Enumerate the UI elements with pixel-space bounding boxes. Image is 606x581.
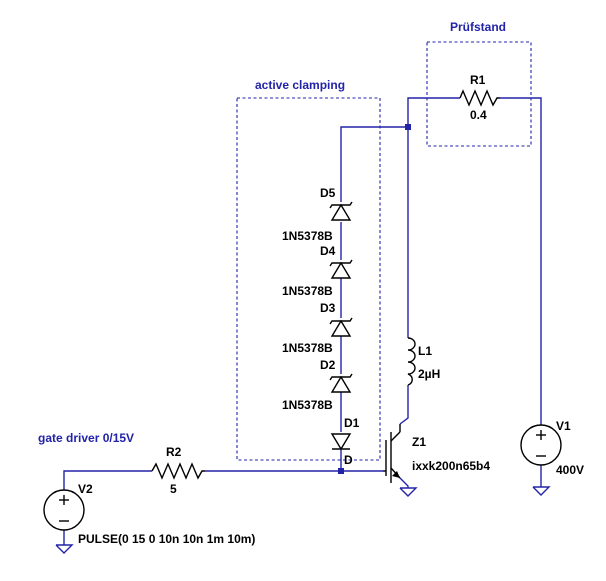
d5-name: D5 [320,186,336,200]
r2-name: R2 [166,445,182,459]
d1-pin: D [344,453,353,467]
junction-node-gate [338,468,344,474]
d1-name: D1 [344,416,360,430]
zener-d3 [329,317,353,337]
l1-name: L1 [418,344,432,358]
r1-name: R1 [470,73,486,87]
igbt-z1: Z1 ixxk200n65b4 [383,424,490,483]
r1-value: 0.4 [470,108,487,122]
voltage-source-v1: V1 400V [520,419,584,477]
d4-value: 1N5378B [282,284,333,298]
v1-value: 400V [556,463,584,477]
voltage-source-v2: V2 PULSE(0 15 0 10n 10n 1m 10m) [43,482,255,546]
junction-node-top [405,124,411,130]
pruefstand-label: Prüfstand [450,20,506,34]
d3-value: 1N5378B [282,341,333,355]
v2-name: V2 [78,482,93,496]
z1-name: Z1 [412,435,426,449]
r2-value: 5 [170,482,177,496]
zener-d4 [329,259,353,279]
gate-driver-label: gate driver 0/15V [38,431,134,445]
zener-d2 [329,373,353,393]
d5-value: 1N5378B [282,229,333,243]
active-clamping-box [236,97,381,461]
diode-d1 [330,433,352,451]
wires [63,97,542,545]
pruefstand-box [426,41,532,147]
d3-name: D3 [320,301,336,315]
ground-icon [532,486,551,496]
resistor-r1: R1 0.4 [459,73,500,122]
d4-name: D4 [320,244,336,258]
d2-name: D2 [320,358,336,372]
l1-value: 2µH [418,367,440,381]
z1-value: ixxk200n65b4 [412,459,490,473]
ground-icon [399,487,418,497]
resistor-r2: R2 5 [151,445,205,496]
v1-name: V1 [556,419,571,433]
zener-d5 [329,201,353,221]
active-clamping-label: active clamping [255,78,345,92]
ground-icon [55,544,74,554]
d2-value: 1N5378B [282,398,333,412]
v2-value: PULSE(0 15 0 10n 10n 1m 10m) [78,532,255,546]
inductor-l1: L1 2µH [407,337,440,386]
